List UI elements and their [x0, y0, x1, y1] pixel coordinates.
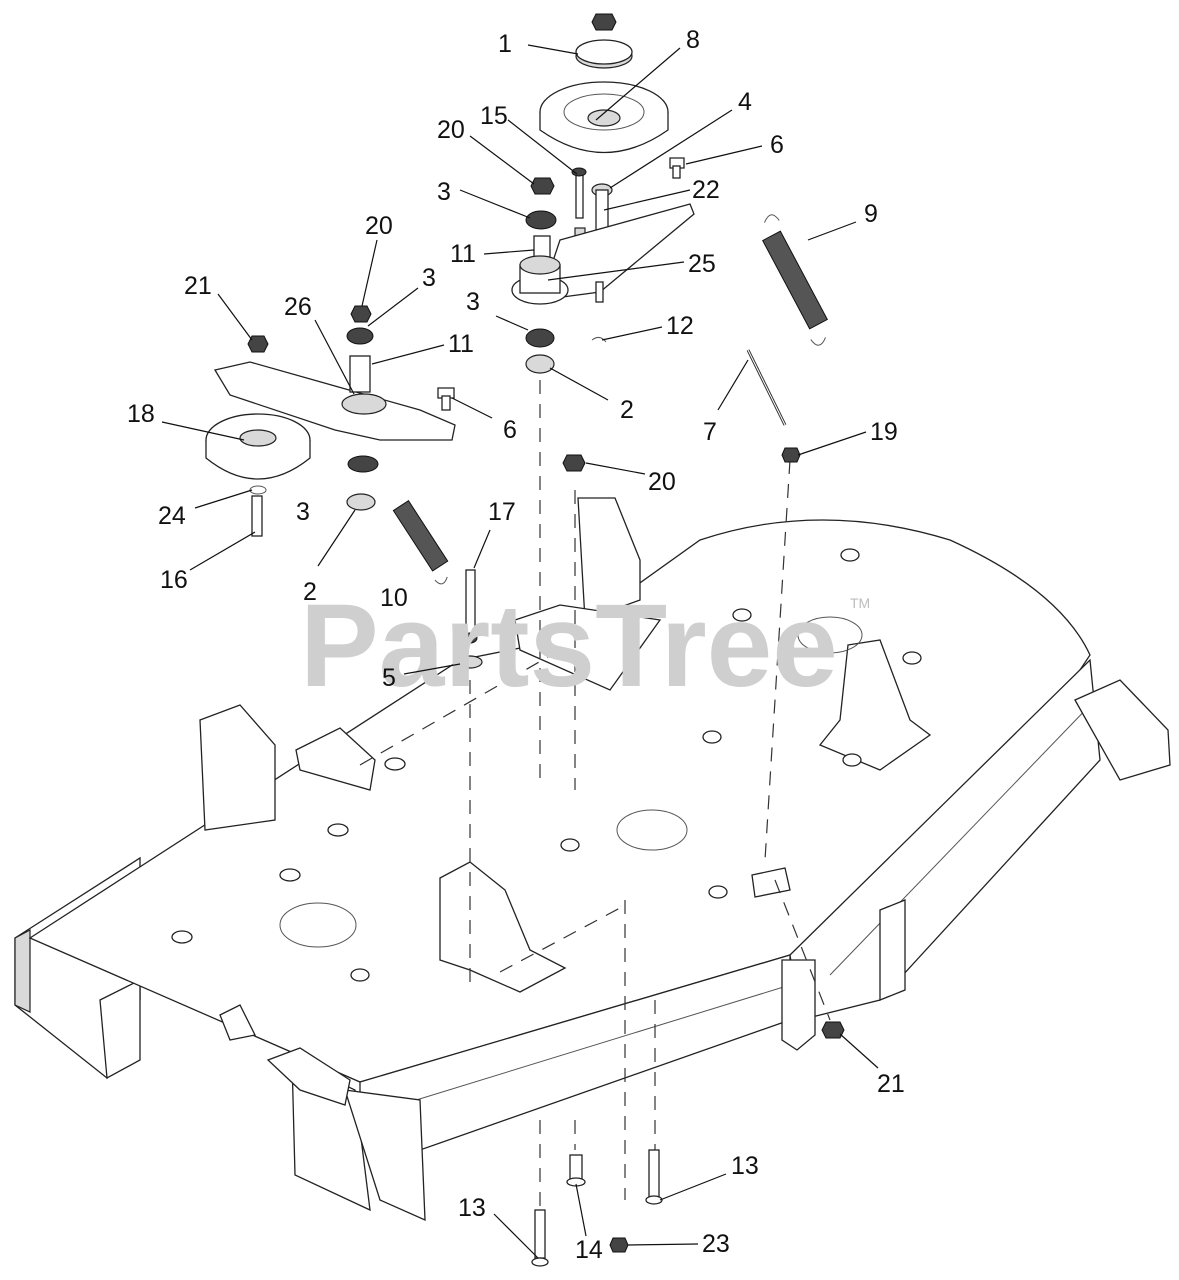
deck-right-rear-bracket — [1074, 679, 1171, 781]
callout-8: 8 — [686, 26, 700, 54]
part-19-nut — [781, 447, 801, 463]
callout-3: 3 — [422, 264, 436, 292]
watermark-trademark: TM — [850, 595, 870, 611]
callout-7: 7 — [703, 418, 717, 446]
deck-center-cross-bracket — [514, 604, 662, 691]
callout-2: 2 — [620, 396, 634, 424]
pulley-nut — [591, 13, 617, 31]
callout-12: 12 — [666, 312, 694, 340]
part-20-nut-center — [562, 454, 586, 472]
deck-top-plate — [28, 519, 1091, 1083]
watermark: PartsTree TM — [300, 580, 870, 712]
callout-23: 23 — [702, 1230, 730, 1258]
deck-left-rear-bracket — [199, 704, 276, 831]
part-15-bolt — [575, 171, 584, 219]
callout-21: 21 — [877, 1070, 905, 1098]
callout-20: 20 — [365, 212, 393, 240]
part-13-pin-lower — [534, 1209, 546, 1259]
callout-3: 3 — [466, 288, 480, 316]
part-20-nut-top — [530, 177, 555, 195]
part-21-nut-right — [821, 1021, 845, 1039]
spindle-hole-left — [279, 902, 357, 948]
callout-6: 6 — [503, 416, 517, 444]
bottom-hardware — [531, 1149, 663, 1267]
callout-leader-lines — [161, 44, 879, 1259]
callout-11: 11 — [448, 330, 474, 358]
callout-20: 20 — [437, 116, 465, 144]
callout-22: 22 — [692, 176, 720, 204]
callout-1: 1 — [498, 30, 512, 58]
part-16-bolt — [251, 495, 263, 537]
part-3-bearing-lower — [525, 328, 555, 348]
callout-labels: 1 8 4 6 20 15 3 22 9 11 25 20 21 3 3 12 … — [127, 26, 905, 1264]
deck-left-foot — [99, 978, 141, 1080]
left-idler-arm — [213, 361, 456, 441]
part-14-pin — [569, 1154, 583, 1182]
deck-left-skirt-edge — [14, 929, 31, 1013]
callout-24: 24 — [158, 502, 186, 530]
part-10-spring — [392, 500, 449, 585]
deck-right-front-bracket — [781, 959, 816, 1051]
callout-18: 18 — [127, 400, 155, 428]
part-3-bearing-left — [346, 327, 374, 345]
watermark-text: PartsTree — [300, 580, 838, 712]
part-2-washer-lower — [346, 493, 376, 511]
spindle-hole-center — [616, 809, 688, 851]
part-24-washer — [249, 485, 267, 495]
callout-20: 20 — [648, 468, 676, 496]
callout-19: 19 — [870, 418, 898, 446]
callout-14: 14 — [575, 1236, 603, 1264]
part-12-clip — [591, 336, 607, 343]
part-20-nut-left — [350, 305, 372, 323]
callout-6: 6 — [770, 131, 784, 159]
callout-10: 10 — [380, 584, 408, 612]
part-23-nut — [609, 1237, 629, 1253]
left-idler-assembly — [205, 305, 456, 537]
deck-right-pivot-bracket — [818, 639, 932, 771]
assembly-guide-lines — [359, 380, 831, 1210]
callout-4: 4 — [738, 88, 752, 116]
callout-21: 21 — [184, 272, 212, 300]
callout-26: 26 — [284, 293, 312, 321]
callout-17: 17 — [488, 498, 516, 526]
part-2-washer-upper — [525, 354, 555, 374]
spindle-hole-right — [797, 616, 863, 654]
callout-2: 2 — [303, 578, 317, 606]
mower-deck — [14, 497, 1171, 1222]
callout-15: 15 — [480, 102, 508, 130]
part-3-bearing-left-lower — [347, 455, 379, 473]
callout-25: 25 — [688, 250, 716, 278]
part-13-pin-upper — [648, 1149, 660, 1199]
deck-right-mid-bracket — [879, 899, 906, 1001]
callout-3: 3 — [437, 178, 451, 206]
part-3-bearing-top — [525, 210, 557, 230]
part-5-washer — [457, 655, 483, 669]
callout-13: 13 — [458, 1194, 486, 1222]
part-21-nut-left — [247, 335, 269, 353]
deck-front-pivot-bracket — [439, 861, 567, 993]
part-26-bushing — [341, 393, 387, 415]
deck-center-rear-bracket — [577, 497, 641, 621]
callout-11: 11 — [450, 240, 476, 268]
deck-front-bracket — [344, 1089, 426, 1222]
callout-9: 9 — [864, 200, 878, 228]
callout-5: 5 — [382, 664, 396, 692]
callout-16: 16 — [160, 566, 188, 594]
springs-and-rods — [392, 214, 845, 1039]
callout-3: 3 — [296, 498, 310, 526]
callout-13: 13 — [731, 1152, 759, 1180]
part-9-spring — [762, 214, 828, 346]
part-11-spacer-left — [349, 355, 371, 393]
